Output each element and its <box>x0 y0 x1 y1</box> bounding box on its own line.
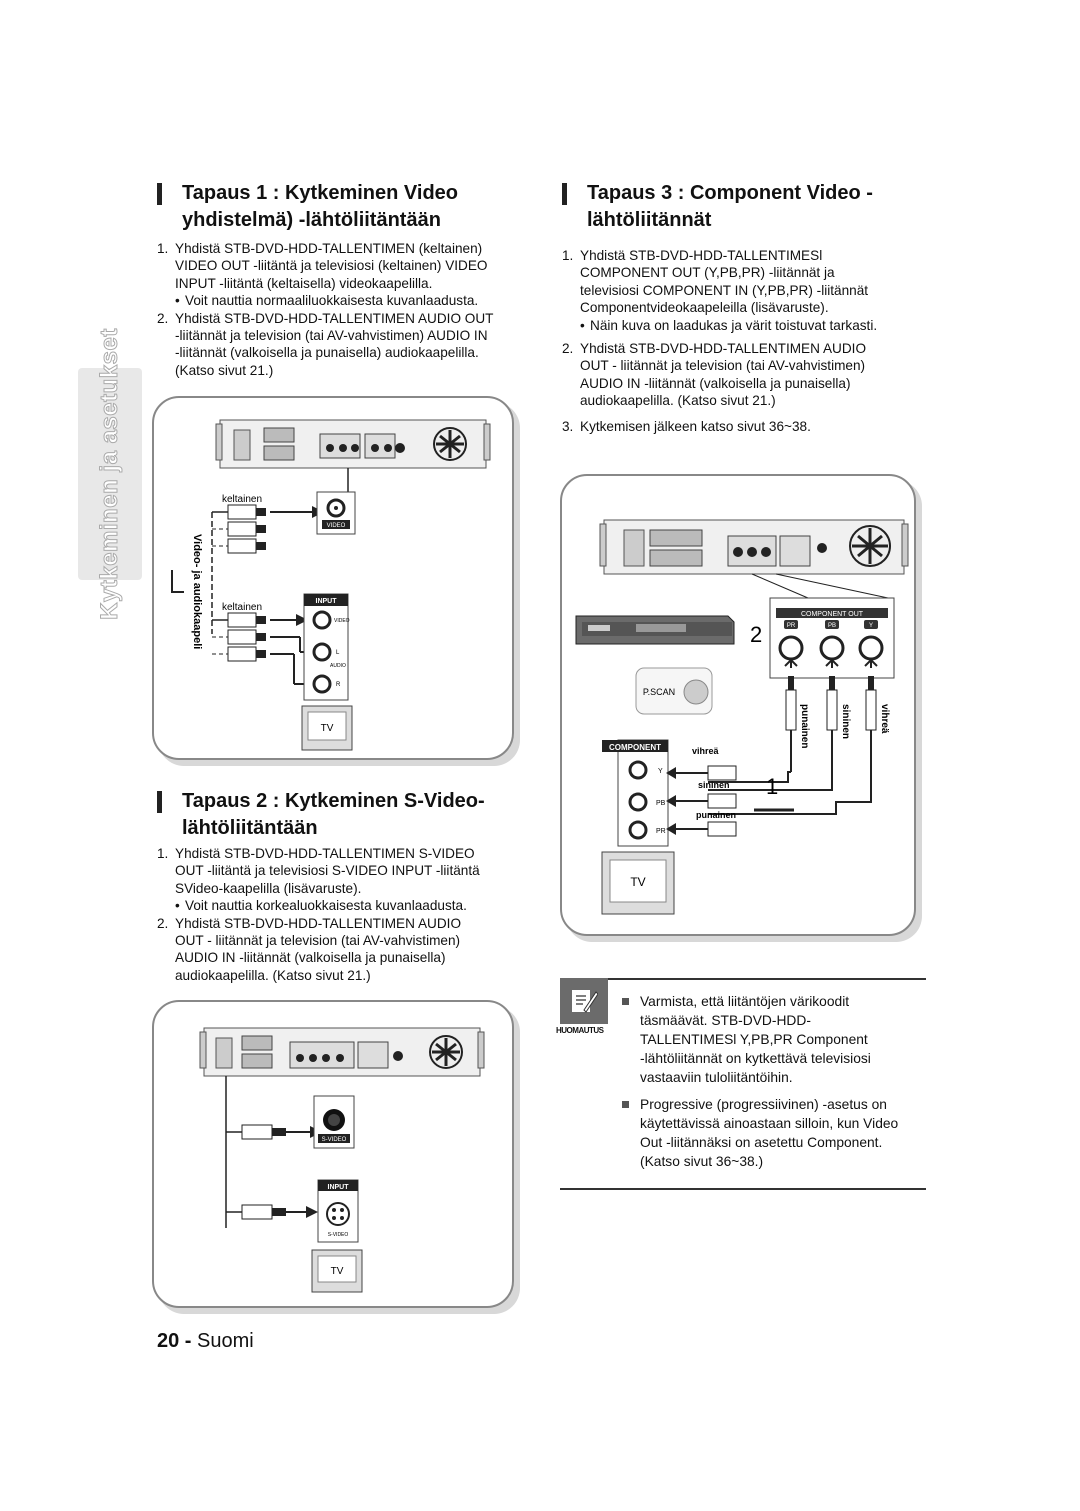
case3-step1: 1. Yhdistä STB-DVD-HDD-TALLENTIMESl COMP… <box>562 247 932 334</box>
note-icon-label: HUOMAUTUS <box>556 1026 604 1035</box>
heading-bar <box>562 183 567 205</box>
case3-title-line2: lähtöliitännät <box>587 209 712 231</box>
svideo-in-label: S-VIDEO <box>328 1232 349 1238</box>
case3-step2: 2. Yhdistä STB-DVD-HDD-TALLENTIMEN AUDIO… <box>562 341 867 409</box>
cable-label-punainen: punainen <box>799 704 810 748</box>
cable-label-sininen: sininen <box>840 704 851 739</box>
case1-step2: 2. Yhdistä STB-DVD-HDD-TALLENTIMEN AUDIO… <box>157 310 494 378</box>
svg-text:R: R <box>336 682 341 688</box>
svg-text:PB: PB <box>828 623 836 629</box>
case3-heading: Tapaus 3 : Component Video - lähtöliitän… <box>562 180 873 234</box>
case3-instructions: 1. Yhdistä STB-DVD-HDD-TALLENTIMESl COMP… <box>562 247 932 435</box>
svg-text:Y: Y <box>869 623 873 629</box>
case2-title-line2: lähtöliitäntään <box>182 817 318 839</box>
case2-step1: 1. Yhdistä STB-DVD-HDD-TALLENTIMEN S-VID… <box>157 845 522 915</box>
tv-label: TV <box>331 1266 344 1277</box>
note-box: HUOMAUTUS Varmista, että liitäntöjen vär… <box>556 978 928 1190</box>
component-input-header: COMPONENT <box>609 743 661 752</box>
cable-label-top: keltainen <box>222 494 262 505</box>
recorder-back-panel <box>215 419 491 469</box>
case1-step1-bullet: Voit nauttia normaaliluokkaisesta kuvanl… <box>175 292 522 310</box>
video-out-label: VIDEO <box>327 523 346 529</box>
rca-plug-set-top <box>212 504 266 554</box>
case1-title-line1: Tapaus 1 : Kytkeminen Video <box>182 182 459 204</box>
section-side-tab: Kytkeminen ja asetukset <box>78 328 142 620</box>
note-item-2: Progressive (progressiivinen) -asetus on… <box>618 1095 928 1171</box>
case1-heading: Tapaus 1 : Kytkeminen Video yhdistelmä) … <box>157 180 459 234</box>
in-label-sininen: sininen <box>698 780 730 790</box>
pscan-button-label: P.SCAN <box>643 687 675 697</box>
case2-title-line1: Tapaus 2 : Kytkeminen S-Video- <box>182 790 485 812</box>
cable-label-vihrea: vihreä <box>879 704 890 734</box>
page-footer: 20 - Suomi <box>157 1330 254 1353</box>
case2-heading: Tapaus 2 : Kytkeminen S-Video- lähtöliit… <box>157 788 485 842</box>
svg-text:L: L <box>336 650 340 656</box>
component-cables <box>708 676 877 815</box>
tv-label: TV <box>321 723 334 734</box>
case2-connection-diagram: S-VIDEO INPUT S-VIDEO TV <box>152 1000 520 1314</box>
case1-title-line2: yhdistelmä) -lähtöliitäntään <box>182 209 441 231</box>
page-language: Suomi <box>197 1330 254 1352</box>
heading-bar <box>157 791 162 813</box>
svg-text:AUDIO: AUDIO <box>330 663 346 669</box>
case3-title-line1: Tapaus 3 : Component Video - <box>587 182 873 204</box>
svideo-out-label: S-VIDEO <box>322 1137 347 1143</box>
case1-instructions: 1. Yhdistä STB-DVD-HDD-TALLENTIMEN (kelt… <box>157 240 522 379</box>
recorder-front-unit <box>575 615 735 645</box>
page-number: 20 - <box>157 1330 192 1352</box>
recorder-back-panel <box>599 519 909 575</box>
case3-connection-diagram: COMPONENT OUT PR PB Y 2 P.SCAN punainen … <box>560 474 922 942</box>
heading-bar <box>157 183 162 205</box>
case2-step1-bullet: Voit nauttia korkealuokkaisesta kuvanlaa… <box>175 897 522 915</box>
note-icon <box>560 978 608 1024</box>
input-header: INPUT <box>316 598 338 605</box>
svg-text:Y: Y <box>658 768 663 775</box>
svg-text:PR: PR <box>656 828 666 835</box>
cable-vertical-label: Video- ja audiokaapeli <box>191 534 203 649</box>
in-label-vihrea: vihreä <box>692 746 720 756</box>
svg-text:PR: PR <box>787 623 796 629</box>
rca-plug-set-bottom <box>212 612 266 662</box>
component-out-label: COMPONENT OUT <box>801 611 864 618</box>
cable-label-bottom: keltainen <box>222 602 262 613</box>
case3-step3: 3. Kytkemisen jälkeen katso sivut 36~38. <box>562 418 811 434</box>
case2-step2: 2. Yhdistä STB-DVD-HDD-TALLENTIMEN AUDIO… <box>157 915 462 983</box>
case2-instructions: 1. Yhdistä STB-DVD-HDD-TALLENTIMEN S-VID… <box>157 845 522 984</box>
case1-connection-diagram: keltainen VIDEO Video- ja audiokaapeli k… <box>152 396 520 766</box>
svideo-input-header: INPUT <box>328 1184 350 1191</box>
step-marker-1: 1 <box>766 774 778 799</box>
recorder-back-panel <box>199 1027 485 1077</box>
svg-text:PB: PB <box>656 800 666 807</box>
in-label-punainen: punainen <box>696 810 736 820</box>
note-item-1: Varmista, että liitäntöjen värikoodit tä… <box>618 992 928 1087</box>
side-tab-label: Kytkeminen ja asetukset <box>96 328 124 621</box>
case1-step1: 1. Yhdistä STB-DVD-HDD-TALLENTIMEN (kelt… <box>157 240 522 310</box>
svg-text:VIDEO: VIDEO <box>334 618 350 624</box>
component-plugs-in <box>666 765 737 837</box>
tv-label: TV <box>630 875 645 889</box>
case3-step1-bullet: Näin kuva on laadukas ja värit toistuvat… <box>580 317 932 335</box>
step-marker-2: 2 <box>750 622 762 647</box>
